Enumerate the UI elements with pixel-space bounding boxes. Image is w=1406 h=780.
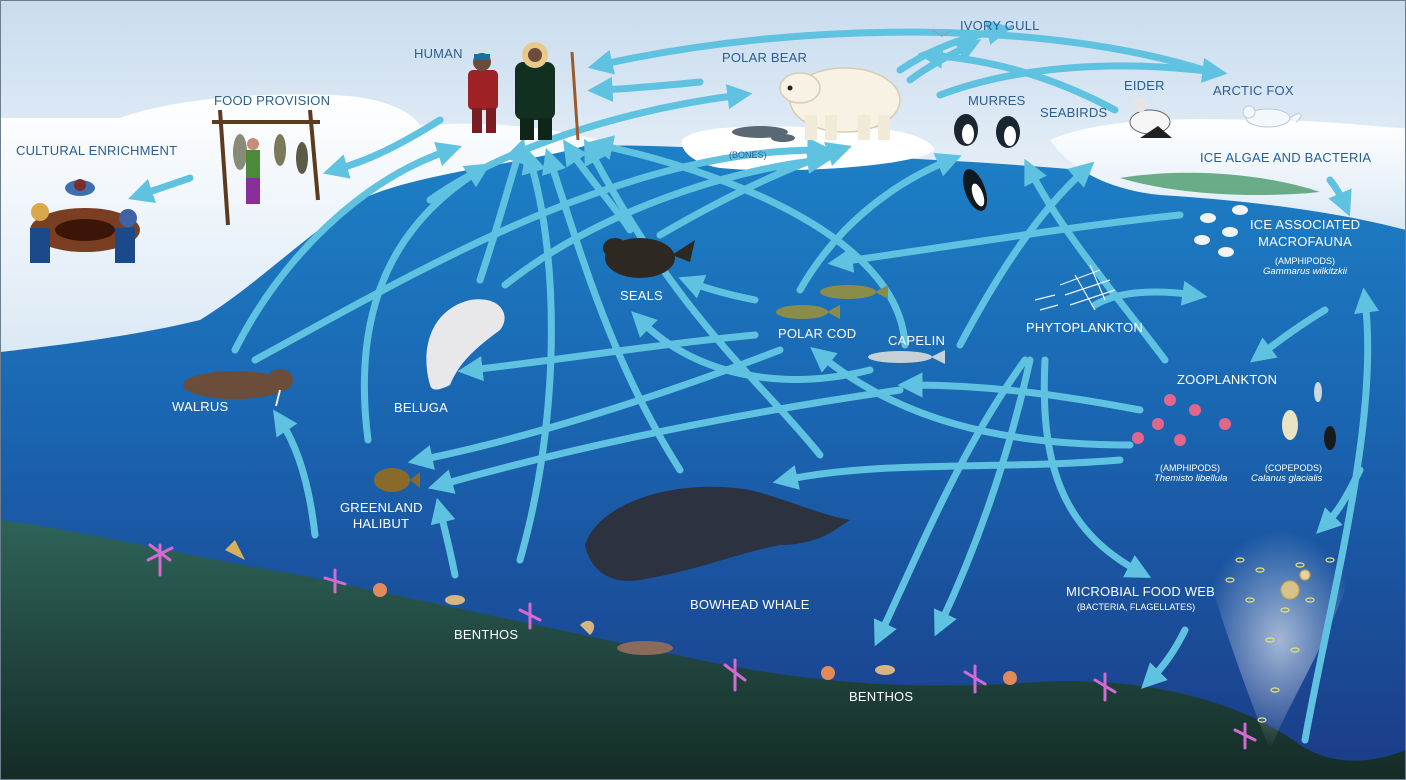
label-benthos-left: BENTHOS (454, 628, 518, 643)
label-copepods-species: Calanus glacialis (1251, 474, 1322, 485)
label-walrus: WALRUS (172, 400, 228, 415)
label-zooplankton: ZOOPLANKTON (1177, 373, 1277, 388)
label-polar-bear: POLAR BEAR (722, 51, 807, 66)
label-microbial-2: (BACTERIA, FLAGELLATES) (1071, 602, 1201, 612)
label-ice-macrofauna-1: ICE ASSOCIATED (1250, 218, 1360, 233)
label-ice-amphipods-species: Gammarus wilkitzkii (1250, 267, 1360, 278)
label-capelin: CAPELIN (888, 334, 945, 349)
label-ice-macrofauna-2: MACROFAUNA (1250, 235, 1360, 250)
label-food-provision: FOOD PROVISION (214, 94, 330, 109)
label-seabirds: SEABIRDS (1040, 106, 1107, 121)
label-polar-cod: POLAR COD (778, 327, 856, 342)
label-benthos-center: BENTHOS (849, 690, 913, 705)
label-beluga: BELUGA (394, 401, 448, 416)
label-ivory-gull: IVORY GULL (960, 19, 1040, 34)
label-bones: (BONES) (729, 150, 767, 160)
label-cultural-enrichment: CULTURAL ENRICHMENT (16, 144, 177, 159)
label-greenland-halibut-1: GREENLAND (340, 501, 422, 516)
label-human: HUMAN (414, 47, 463, 62)
label-copepods: (COPEPODS) (1265, 463, 1322, 473)
label-ice-amphipods: (AMPHIPODS) (1255, 256, 1355, 266)
label-seals: SEALS (620, 289, 663, 304)
label-arctic-fox: ARCTIC FOX (1213, 84, 1294, 99)
label-amphipods: (AMPHIPODS) (1160, 463, 1220, 473)
label-ice-algae: ICE ALGAE AND BACTERIA (1200, 151, 1371, 166)
label-bowhead-whale: BOWHEAD WHALE (690, 598, 810, 613)
label-microbial-1: MICROBIAL FOOD WEB (1066, 585, 1206, 600)
label-phytoplankton: PHYTOPLANKTON (1026, 321, 1143, 336)
label-amphipods-species: Themisto libellula (1154, 474, 1227, 485)
label-greenland-halibut-2: HALIBUT (340, 517, 422, 532)
label-eider: EIDER (1124, 79, 1165, 94)
label-murres: MURRES (968, 94, 1026, 109)
